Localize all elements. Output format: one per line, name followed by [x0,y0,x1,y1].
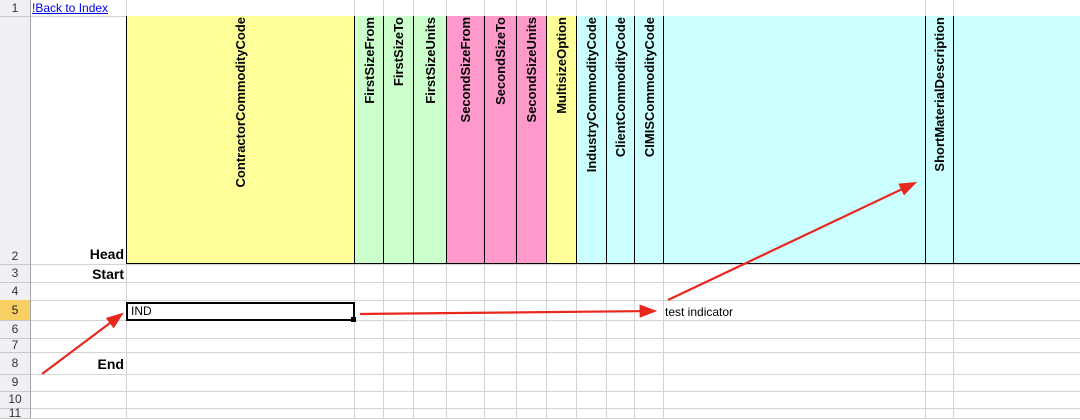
row-separator [0,264,30,265]
column-header-text-wrap: SecondSizeTo [485,17,516,261]
grid-hline [30,352,1080,353]
row-header-7[interactable]: 7 [11,338,19,352]
end-label: End [97,356,124,372]
column-header-text-wrap: SecondSizeUnits [517,17,546,261]
column-header-label: SecondSizeTo [493,17,508,105]
column-header-label: ContractorCommodityCode [233,17,248,188]
column-header-3[interactable]: FirstSizeTo [383,16,413,264]
column-header-8[interactable]: MultisizeOption [546,16,576,264]
back-to-index-link[interactable]: !Back to Index [32,1,109,15]
grid-hline [30,282,1080,283]
column-header-9[interactable]: IndustryCommodityCode [576,16,606,264]
row-header-5[interactable]: 5 [0,300,30,320]
column-header-text-wrap: ContractorCommodityCode [127,17,354,261]
row-separator [0,282,30,283]
header-border-line [953,16,954,264]
column-header-text-wrap: ShortMaterialDescription [926,17,953,261]
row-header-1[interactable]: 1 [11,1,19,15]
grid-hline [30,418,1080,419]
column-header-6[interactable]: SecondSizeTo [484,16,516,264]
column-header-label: SecondSizeFrom [458,17,473,123]
column-header-13[interactable]: ShortMaterialDescription [925,16,953,264]
start-label: Start [92,266,124,282]
column-header-label: MultisizeOption [554,17,569,114]
column-header-label: FirstSizeTo [391,17,406,87]
grid-hline [30,408,1080,409]
row-header-3[interactable]: 3 [11,266,19,280]
column-header-text-wrap: FirstSizeUnits [414,17,446,261]
column-header-label: FirstSizeFrom [361,17,377,104]
grid-hline [30,320,1080,321]
row-separator [0,352,30,353]
column-header-4[interactable]: FirstSizeUnits [413,16,446,264]
column-header-text-wrap: ClientCommodityCode [607,17,634,261]
row-separator [0,391,30,392]
column-header-2[interactable]: FirstSizeFrom [354,16,383,264]
row-separator [0,338,30,339]
column-header-text-wrap [664,17,925,261]
column-header-10[interactable]: ClientCommodityCode [606,16,634,264]
row-header-2[interactable]: 2 [11,249,19,263]
arrow-ind-to-test [359,304,658,318]
head-label: Head [89,246,124,262]
row-header-4[interactable]: 4 [11,284,19,298]
column-header-text-wrap [954,17,1080,261]
row-header-6[interactable]: 6 [11,322,19,336]
row-header-11[interactable]: 11 [8,406,22,420]
grid-hline [30,338,1080,339]
cell-test-indicator[interactable]: test indicator [665,305,734,319]
row-separator [0,418,30,419]
column-header-text-wrap: SecondSizeFrom [447,17,484,261]
grid-hline [30,391,1080,392]
selected-cell-ind[interactable]: IND [126,302,355,321]
column-header-text-wrap: MultisizeOption [547,17,576,261]
column-header-label: IndustryCommodityCode [584,17,599,173]
column-header-label: ClientCommodityCode [613,17,628,158]
grid-hline [30,374,1080,375]
grid-hline [30,300,1080,301]
column-header-text-wrap: CIMISCommodityCode [635,17,663,261]
grid-hline [30,264,1080,265]
column-header-text-wrap: IndustryCommodityCode [577,17,606,261]
row-separator [0,16,30,17]
row-separator [0,374,30,375]
column-header-label: ShortMaterialDescription [932,17,947,172]
column-header-label: CIMISCommodityCode [641,17,657,158]
column-header-text-wrap: FirstSizeTo [384,17,413,261]
column-header-label: SecondSizeUnits [524,17,539,123]
row-header-8[interactable]: 8 [11,356,19,370]
column-header-5[interactable]: SecondSizeFrom [446,16,484,264]
column-header-11[interactable]: CIMISCommodityCode [634,16,663,264]
row-separator [0,320,30,321]
column-header-7[interactable]: SecondSizeUnits [516,16,546,264]
column-header-text-wrap: FirstSizeFrom [355,17,383,261]
fill-handle[interactable] [351,317,356,322]
column-header-label: FirstSizeUnits [422,17,438,104]
column-header-14[interactable] [953,16,1080,264]
row-header-10[interactable]: 10 [8,392,22,406]
column-header-12[interactable] [663,16,925,264]
row-separator [0,408,30,409]
row-header-9[interactable]: 9 [11,375,19,389]
column-header-1[interactable]: ContractorCommodityCode [126,16,354,264]
